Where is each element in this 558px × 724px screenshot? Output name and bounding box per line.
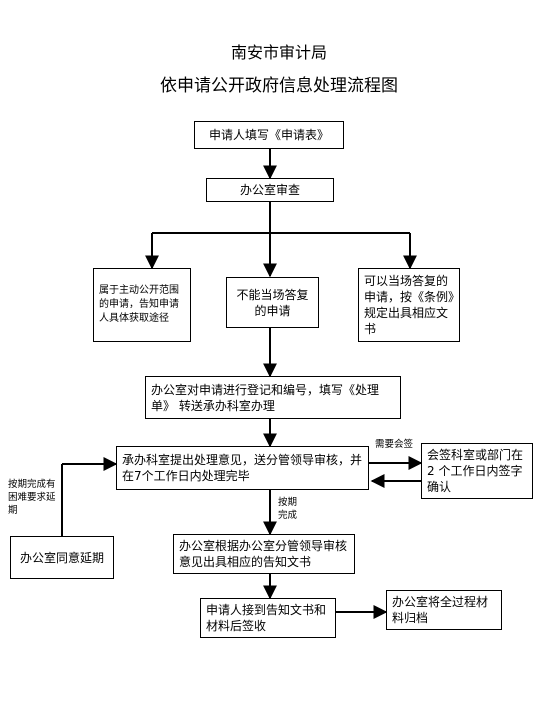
issue-doc-box: 办公室根据办公室分管领导审核意见出具相应的告知文书	[173, 534, 355, 574]
agree-delay-box: 办公室同意延期	[10, 536, 114, 579]
archive-box: 办公室将全过程材料归档	[386, 590, 502, 630]
office-review-box: 办公室审查	[206, 178, 334, 202]
page-title: 依申请公开政府信息处理流程图	[160, 76, 398, 96]
cannot-reply-box: 不能当场答复的申请	[226, 277, 319, 328]
delay-request-label: 按期完成有困难要求延期	[8, 479, 56, 516]
need-cosign-label: 需要会签	[375, 439, 414, 450]
on-time-label: 按期完成	[278, 497, 298, 521]
register-box: 办公室对申请进行登记和编号，填写《处理单》 转送承办科室办理	[145, 376, 401, 419]
receive-box: 申请人接到告知文书和材料后签收	[200, 598, 336, 638]
cosign-dept-box: 会签科室或部门在 2 个工作日内签字确认	[421, 443, 533, 499]
can-reply-box: 可以当场答复的申请，按《条例》规定出具相应文书	[358, 268, 460, 342]
active-scope-box: 属于主动公开范围的申请，告知申请人具体获取途径	[93, 268, 191, 342]
org-title: 南安市审计局	[230, 43, 327, 62]
apply-form-box: 申请人填写《申请表》	[194, 121, 344, 149]
handle-box: 承办科室提出处理意见，送分管领导审核，并在7个工作日内处理完毕	[116, 446, 369, 490]
